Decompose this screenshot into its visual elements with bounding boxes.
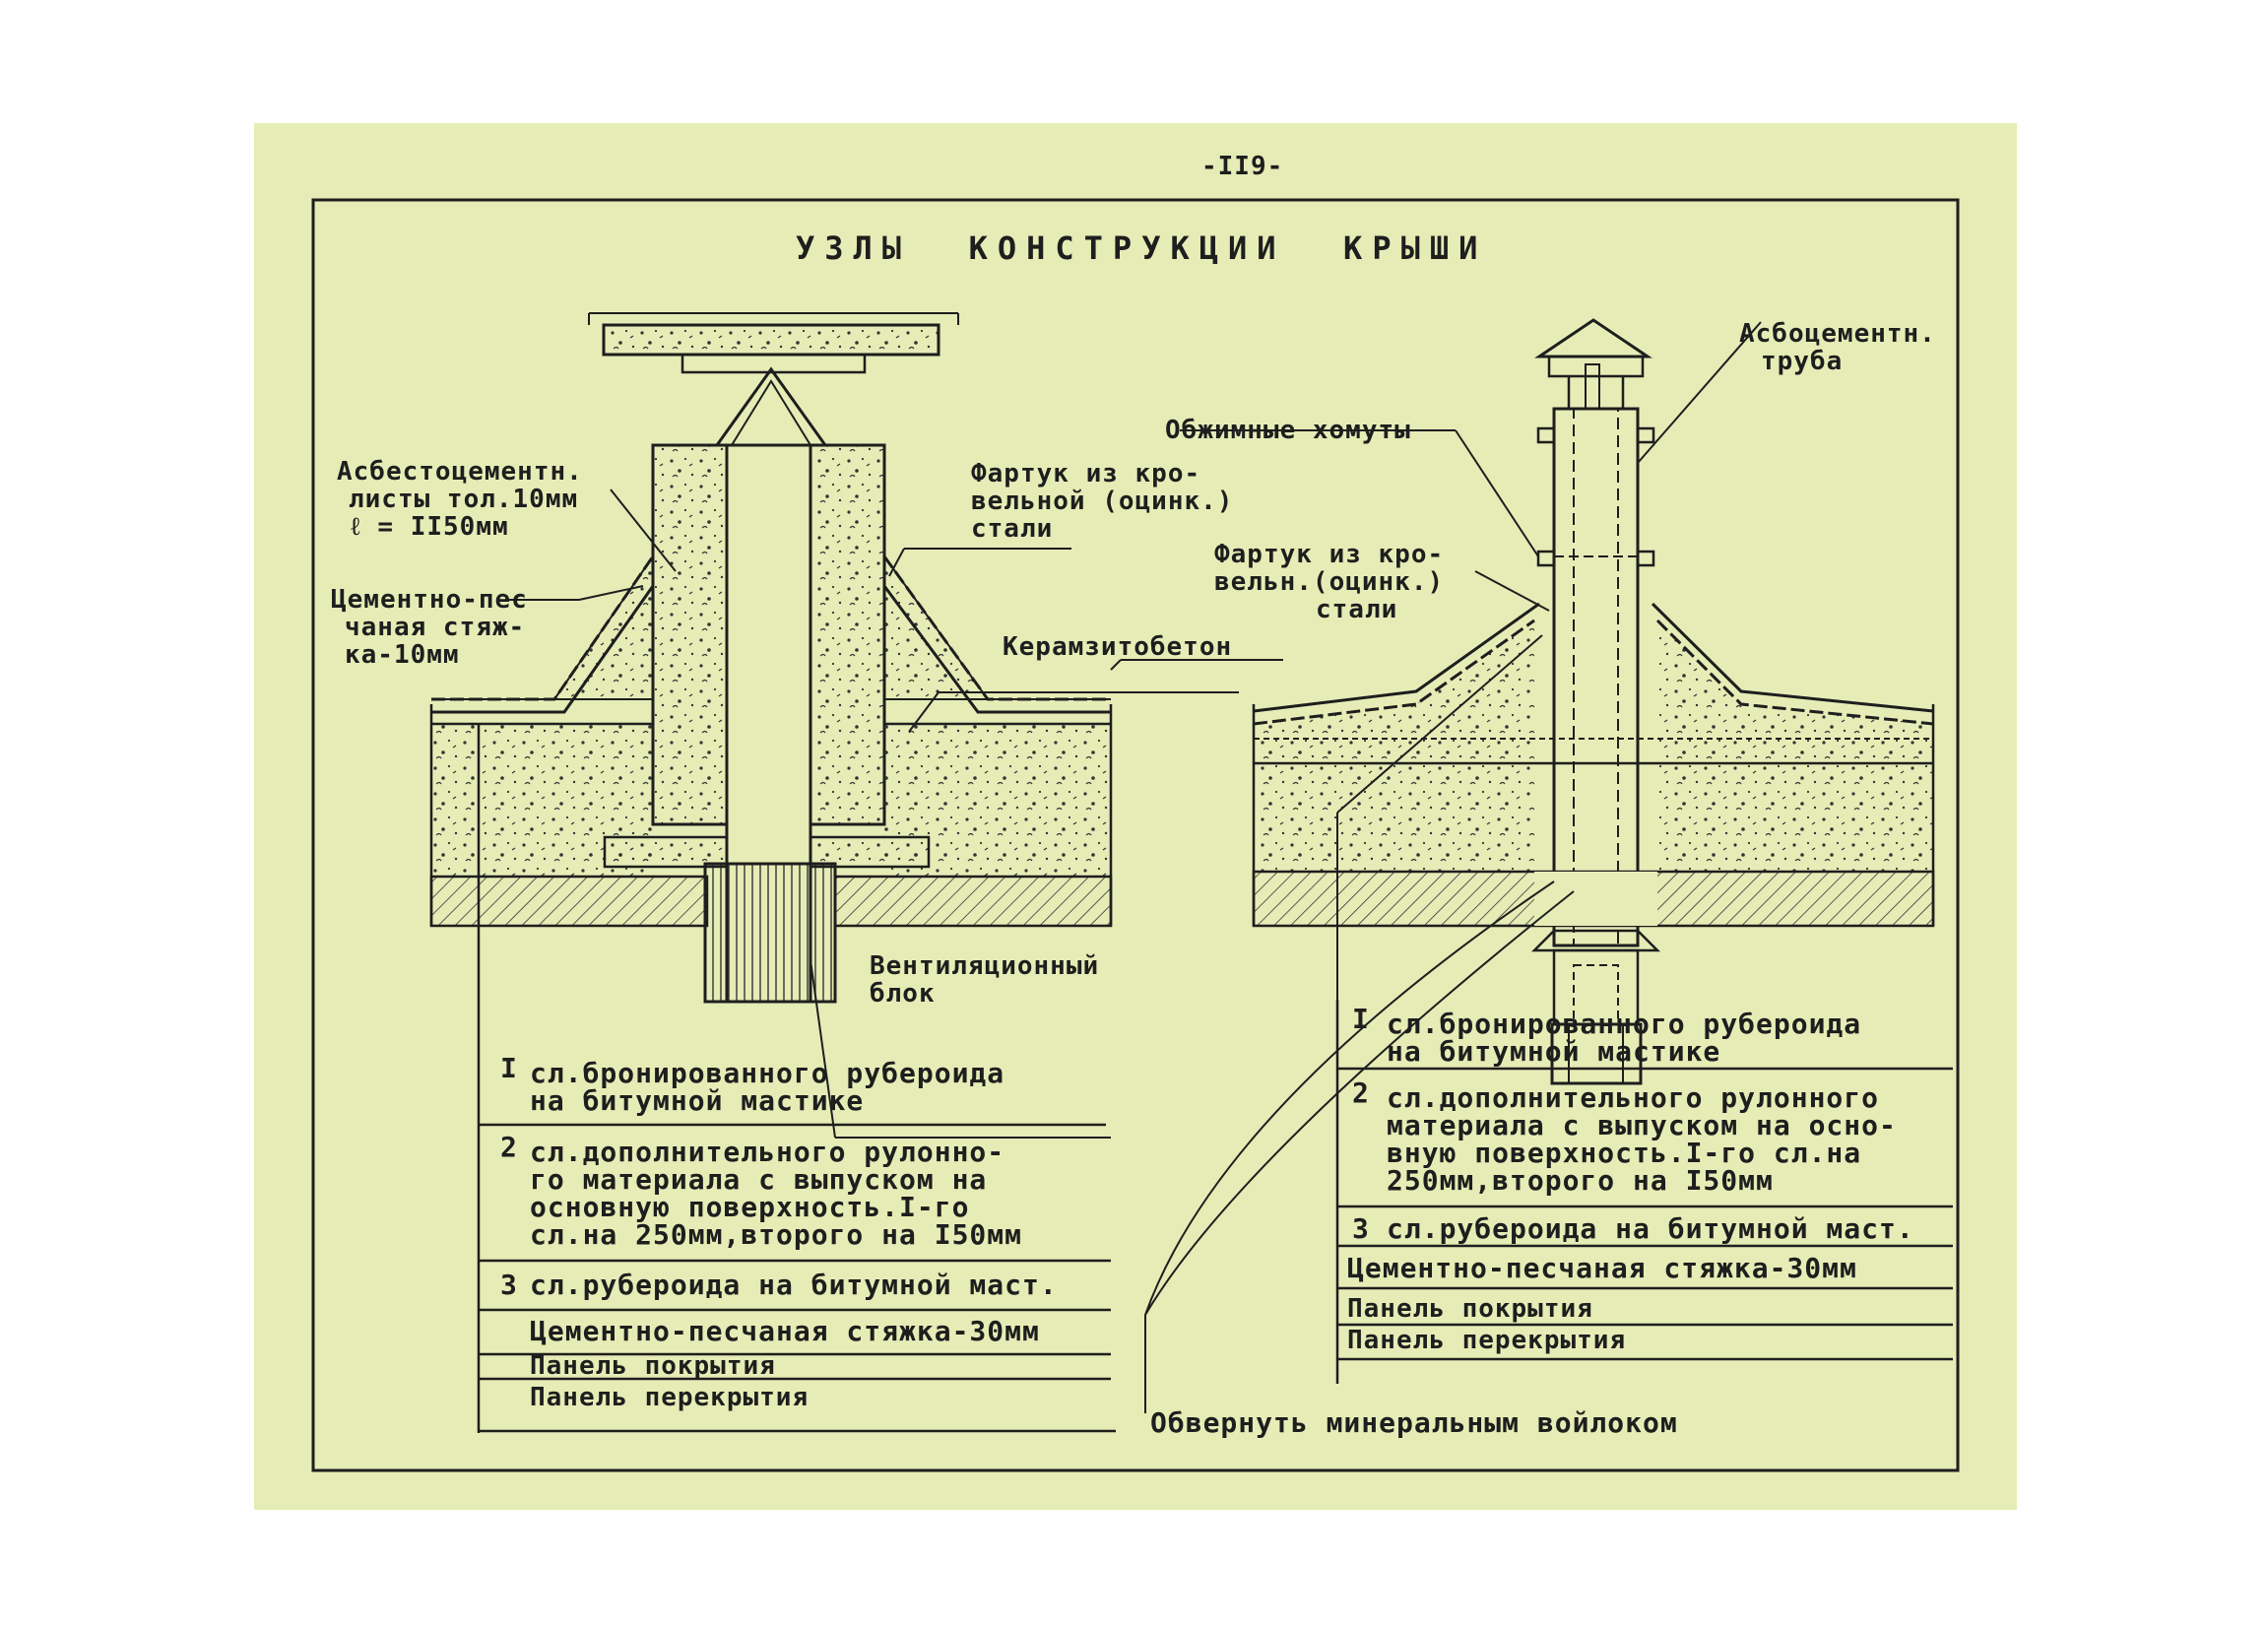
right-pipe-cap bbox=[1534, 318, 1652, 358]
left-layer-2-line-2: го материала с выпуском на bbox=[530, 1163, 988, 1196]
right-layer-4: Цементно-песчаная стяжка-30мм bbox=[1347, 1252, 1857, 1284]
clamp-top-left bbox=[1536, 426, 1556, 444]
right-layer-1-num: I bbox=[1352, 1003, 1370, 1035]
label-apron-right-3: стали bbox=[1316, 595, 1398, 624]
right-slope-left bbox=[1254, 620, 1534, 763]
right-layer-2-line-4: 250мм,второго на I50мм bbox=[1387, 1164, 1774, 1197]
left-step-left bbox=[603, 835, 729, 869]
label-asbestos-sheets-2: листы тол.10мм bbox=[349, 485, 579, 514]
left-layer-1-num: I bbox=[500, 1052, 518, 1084]
left-cap-slab bbox=[602, 323, 940, 357]
label-screed-10-3: ка-10мм bbox=[345, 640, 460, 670]
left-layer-1-line-2: на битумной мастике bbox=[530, 1084, 865, 1117]
left-vent-wall-left bbox=[651, 443, 729, 826]
right-layer-2-line-3: вную поверхность.I-го сл.на bbox=[1387, 1137, 1862, 1169]
label-keramzit: Керамзитобетон bbox=[1003, 632, 1233, 662]
left-node-drawing bbox=[429, 312, 1283, 1433]
right-lower-pipe bbox=[1550, 1022, 1643, 1085]
left-layer-6: Панель перекрытия bbox=[530, 1383, 810, 1412]
label-vent-block-1: Вентиляционный bbox=[870, 951, 1100, 981]
page-title: УЗЛЫ КОНСТРУКЦИИ КРЫШИ bbox=[796, 229, 1488, 267]
right-slope-right bbox=[1657, 620, 1933, 763]
roof-nodes-drawing bbox=[311, 198, 1960, 1472]
label-apron-right-1: Фартук из кро- bbox=[1214, 540, 1445, 569]
left-layer-1-line-1: сл.бронированного рубероида bbox=[530, 1057, 1005, 1089]
left-layer-2-line-4: сл.на 250мм,второго на I50мм bbox=[530, 1218, 1023, 1251]
right-layer-2-num: 2 bbox=[1352, 1076, 1370, 1109]
right-insulation bbox=[1254, 763, 1534, 872]
left-cap-base bbox=[680, 353, 867, 374]
right-layer-2-line-1: сл.дополнительного рулонного bbox=[1387, 1081, 1880, 1114]
label-apron-left-1: Фартук из кро- bbox=[971, 459, 1201, 489]
label-pipe-1: Асбоцементн. bbox=[1739, 319, 1936, 349]
left-layer-2-line-1: сл.дополнительного рулонно- bbox=[530, 1136, 1005, 1168]
right-layer-5: Панель покрытия bbox=[1347, 1294, 1593, 1324]
left-vent-wall-right bbox=[809, 443, 886, 826]
right-layer-1-line-2: на битумной мастике bbox=[1387, 1035, 1721, 1068]
left-vent-channel bbox=[703, 862, 837, 1004]
label-asbestos-sheets-3: ℓ = II50мм bbox=[351, 512, 509, 542]
left-layer-4: Цементно-песчаная стяжка-30мм bbox=[530, 1315, 1040, 1347]
right-asbestos-pipe bbox=[1552, 407, 1640, 947]
left-step-right bbox=[809, 835, 931, 869]
label-wrap-note: Обвернуть минеральным войлоком bbox=[1150, 1406, 1678, 1439]
label-asbestos-sheets-1: Асбестоцементн. bbox=[337, 457, 583, 487]
left-layer-3-line-1: сл.рубероида на битумной маст. bbox=[530, 1269, 1058, 1301]
label-pipe-2: труба bbox=[1761, 347, 1844, 376]
right-node-drawing bbox=[1144, 318, 1953, 1413]
left-layer-5: Панель покрытия bbox=[530, 1351, 776, 1381]
drawing-sheet: -II9- УЗЛЫ КОНСТРУКЦИИ КРЫШИ Асбестоцеме… bbox=[254, 123, 2017, 1510]
label-apron-left-2: вельной (оцинк.) bbox=[971, 487, 1234, 516]
right-layer-2-line-2: материала с выпуском на осно- bbox=[1387, 1109, 1897, 1141]
clamp-mid-right bbox=[1636, 550, 1655, 567]
left-layer-3-num: 3 bbox=[500, 1269, 518, 1301]
label-screed-10-2: чаная стяж- bbox=[345, 613, 526, 642]
label-vent-block-2: блок bbox=[870, 979, 936, 1009]
label-apron-left-3: стали bbox=[971, 514, 1054, 544]
clamp-top-right bbox=[1636, 426, 1655, 444]
right-layer-3-num: 3 bbox=[1352, 1212, 1370, 1245]
label-screed-10-1: Цементно-пес bbox=[331, 585, 528, 615]
right-layer-6: Панель перекрытия bbox=[1347, 1326, 1627, 1355]
clamp-mid-left bbox=[1536, 550, 1556, 567]
right-layer-1-line-1: сл.бронированного рубероида bbox=[1387, 1008, 1862, 1040]
left-slope-right bbox=[883, 553, 1111, 700]
label-apron-right-2: вельн.(оцинк.) bbox=[1214, 567, 1445, 597]
page-number: -II9- bbox=[1201, 152, 1284, 181]
right-layer-3-line-1: сл.рубероида на битумной маст. bbox=[1387, 1212, 1914, 1245]
left-layer-2-num: 2 bbox=[500, 1131, 518, 1163]
drawing-frame bbox=[311, 198, 1960, 1472]
label-clamps: Обжимные хомуты bbox=[1165, 416, 1411, 445]
left-layer-2-line-3: основную поверхность.I-го bbox=[530, 1191, 970, 1223]
left-floor-slab bbox=[429, 875, 709, 928]
